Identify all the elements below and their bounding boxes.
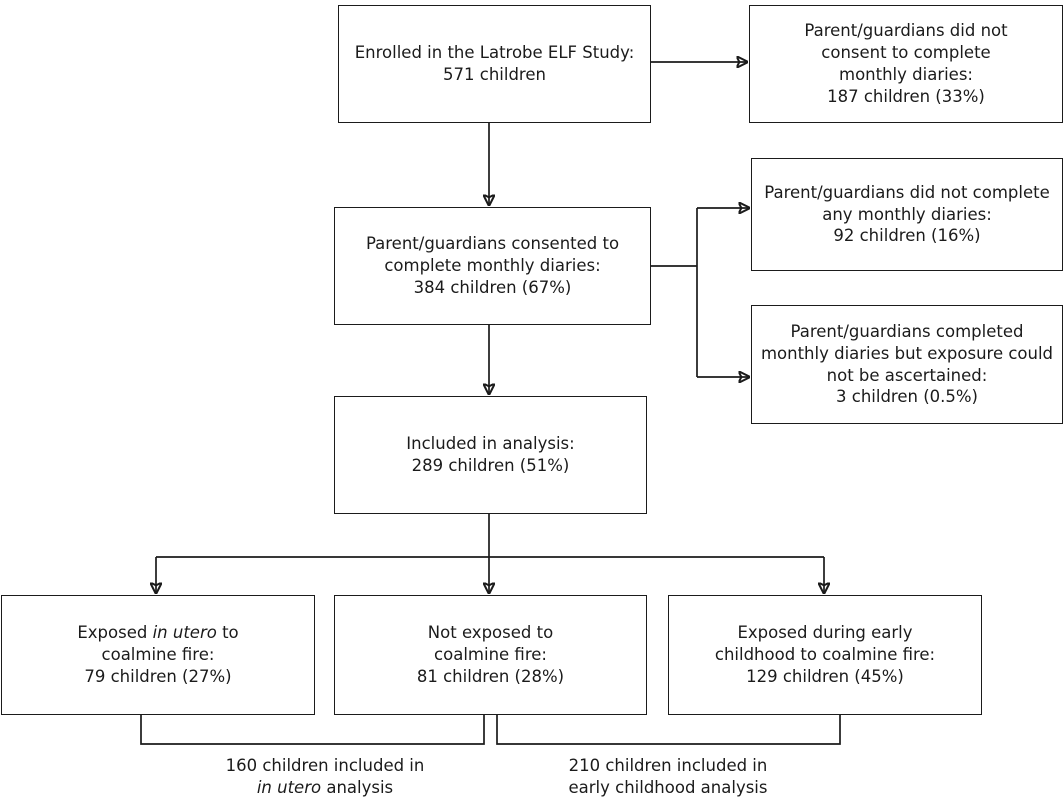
exposure-not-ascertained-box-text: Parent/guardians completed monthly diari… xyxy=(760,321,1054,407)
consented-box-text: Parent/guardians consented to complete m… xyxy=(365,234,620,297)
exposed-early-childhood-box: Exposed during early childhood to coalmi… xyxy=(668,595,982,715)
no-diaries-completed-box: Parent/guardians did not complete any mo… xyxy=(751,158,1063,271)
included-in-analysis-box-text: Included in analysis: 289 children (51%) xyxy=(406,434,575,475)
enrolled-box: Enrolled in the Latrobe ELF Study: 571 c… xyxy=(338,5,651,123)
consented-box: Parent/guardians consented to complete m… xyxy=(334,207,651,325)
enrolled-box-text: Enrolled in the Latrobe ELF Study: 571 c… xyxy=(354,43,635,84)
bracket-early-childhood-analysis xyxy=(496,715,841,745)
no-diaries-completed-box-text: Parent/guardians did not complete any mo… xyxy=(764,182,1050,246)
bracket-in-utero-analysis xyxy=(140,715,485,745)
exposed-early-childhood-box-text: Exposed during early childhood to coalmi… xyxy=(714,623,936,686)
included-in-analysis-box: Included in analysis: 289 children (51%) xyxy=(334,396,647,514)
no-consent-box-text: Parent/guardians did not consent to comp… xyxy=(804,21,1008,106)
exposure-not-ascertained-box: Parent/guardians completed monthly diari… xyxy=(751,305,1063,424)
not-exposed-box-text: Not exposed to coalmine fire: 81 childre… xyxy=(416,623,565,686)
no-consent-box: Parent/guardians did not consent to comp… xyxy=(749,5,1063,123)
not-exposed-box: Not exposed to coalmine fire: 81 childre… xyxy=(334,595,647,715)
early-childhood-analysis-caption: 210 children included in early childhood… xyxy=(568,756,768,797)
